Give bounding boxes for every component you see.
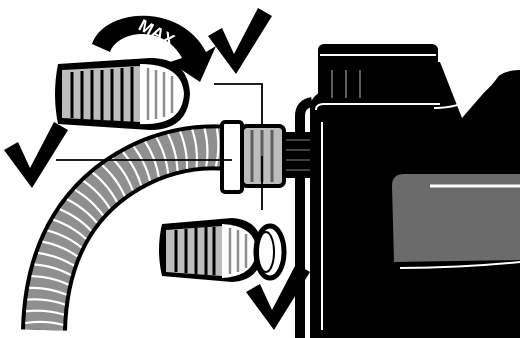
vacuum-tank (280, 44, 520, 338)
check-icon-top (208, 8, 272, 74)
check-icon-left (4, 122, 68, 188)
coupling-nut-top (55, 58, 190, 130)
thread-adapter (222, 122, 284, 192)
tank-cap (318, 44, 438, 102)
sealing-washer (256, 226, 284, 278)
coupling-nut-bottom (159, 218, 262, 282)
